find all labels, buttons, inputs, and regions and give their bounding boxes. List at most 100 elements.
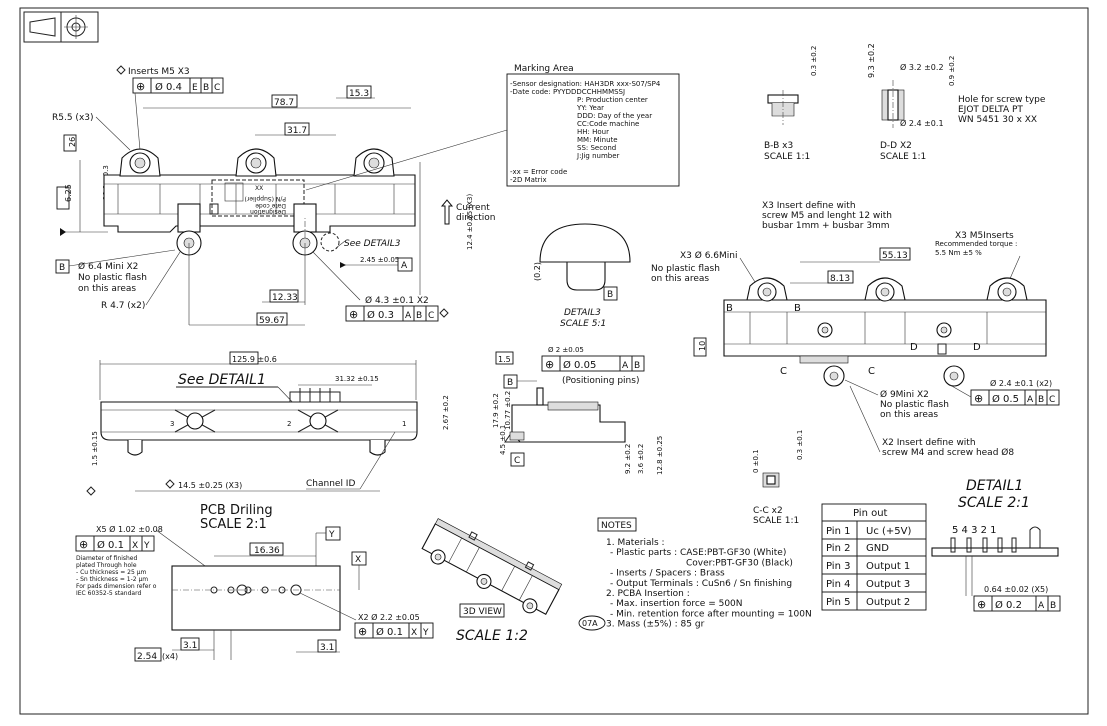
svg-text:Marking Area: Marking Area <box>514 64 574 74</box>
svg-text:SCALE 2:1: SCALE 2:1 <box>958 495 1030 511</box>
svg-text:26: 26 <box>68 137 77 147</box>
svg-text:Pin 3: Pin 3 <box>826 561 850 572</box>
svg-text:Ø 0.3: Ø 0.3 <box>367 309 394 321</box>
svg-text:A: A <box>1038 601 1045 611</box>
svg-text:SCALE 1:1: SCALE 1:1 <box>764 152 810 162</box>
svg-text:Output 2: Output 2 <box>866 597 910 608</box>
x-ribs <box>174 409 339 433</box>
fcf-top-1: ⊕ Ø 0.4 E B C <box>132 77 224 94</box>
svg-text:X3 Ø 6.6Mini: X3 Ø 6.6Mini <box>680 250 737 261</box>
svg-text:X3 M5Inserts: X3 M5Inserts <box>955 231 1014 241</box>
svg-text:Designation: Designation <box>250 208 286 215</box>
section-bb: 0.3 ±0.2 B-B x3 SCALE 1:1 <box>764 46 818 162</box>
marking-line: DDD: Day of the year <box>577 112 652 120</box>
svg-text:B: B <box>634 361 640 371</box>
svg-text:Ø 0.1: Ø 0.1 <box>376 626 403 638</box>
svg-text:B: B <box>1038 395 1044 405</box>
marking-line: YY: Year <box>576 104 604 112</box>
svg-text:Y: Y <box>328 530 335 540</box>
svg-text:14.5 ±0.25 (X3): 14.5 ±0.25 (X3) <box>178 481 242 490</box>
svg-text:screw M4 and screw head Ø8: screw M4 and screw head Ø8 <box>882 447 1014 458</box>
svg-text:2: 2 <box>287 420 291 428</box>
pcb-drilling-view: PCB Driling SCALE 2:1 X5 Ø 1.02 ±0.08 ⊕ … <box>75 503 434 662</box>
svg-text:direction: direction <box>456 213 495 223</box>
svg-text:12.4 ±0.25 (X3): 12.4 ±0.25 (X3) <box>466 194 474 250</box>
svg-text:SCALE 2:1: SCALE 2:1 <box>200 517 267 532</box>
svg-text:07A: 07A <box>582 619 598 628</box>
note-line: 1. Materials : <box>606 538 665 548</box>
svg-text:P/N (Supplier): P/N (Supplier) <box>245 195 286 202</box>
svg-text:⊕: ⊕ <box>977 598 986 611</box>
svg-text:E: E <box>192 83 198 93</box>
svg-text:⊕: ⊕ <box>974 392 983 405</box>
svg-text:Y: Y <box>143 541 150 551</box>
svg-text:Ø 0.05: Ø 0.05 <box>563 359 596 371</box>
svg-text:Ø 0.1: Ø 0.1 <box>97 539 124 551</box>
svg-text:Pin out: Pin out <box>853 508 888 519</box>
svg-text:3.6 ±0.2: 3.6 ±0.2 <box>637 444 645 474</box>
note-line: - Inserts / Spacers : Brass <box>610 569 725 579</box>
marking-line: CC:Code machine <box>577 120 639 128</box>
svg-text:59.67: 59.67 <box>259 316 285 326</box>
pins-view: 1.5 Ø 2 ±0.05 ⊕ Ø 0.05 A B (Positioning … <box>492 346 664 475</box>
first-angle-projection-icon <box>23 11 99 43</box>
detail3-view: (0.2) B DETAIL3 SCALE 5:1 <box>533 223 631 329</box>
notes-block: NOTES 1. Materials :- Plastic parts : CA… <box>578 517 812 631</box>
detail1-view: DETAIL1 SCALE 2:1 5 4 3 2 1 0.64 ±0.02 (… <box>931 478 1061 612</box>
marking-line: SS: Second <box>577 144 616 152</box>
svg-text:Channel ID: Channel ID <box>306 479 355 489</box>
svg-text:Recommended torque :: Recommended torque : <box>935 240 1017 248</box>
svg-text:busbar 1mm + busbar 3mm: busbar 1mm + busbar 3mm <box>762 221 890 231</box>
svg-text:SCALE 1:1: SCALE 1:1 <box>880 152 926 162</box>
svg-text:17.9 ±0.2: 17.9 ±0.2 <box>492 393 500 428</box>
svg-text:Ø 2 ±0.05: Ø 2 ±0.05 <box>548 346 584 354</box>
svg-text:No plastic flash: No plastic flash <box>651 264 720 274</box>
svg-text:B: B <box>726 303 733 314</box>
note-line: - Plastic parts : CASE:PBT-GF30 (White) <box>610 548 786 558</box>
svg-text:B: B <box>416 311 422 321</box>
svg-text:A: A <box>1027 395 1034 405</box>
svg-text:6.25: 6.25 <box>64 184 73 202</box>
svg-text:X3 Insert define with: X3 Insert define with <box>762 201 856 211</box>
section-cc: 0 ±0.1 0.3 ±0.1 C-C x2 SCALE 1:1 <box>752 430 804 526</box>
svg-text:X: X <box>355 555 361 565</box>
svg-text:1: 1 <box>402 420 406 428</box>
svg-text:3: 3 <box>170 420 174 428</box>
svg-text:B: B <box>794 303 801 314</box>
svg-text:Output 1: Output 1 <box>866 561 910 572</box>
svg-text:⊕: ⊕ <box>349 308 358 321</box>
svg-text:SCALE 5:1: SCALE 5:1 <box>560 319 606 329</box>
svg-text:Ø 9Mini X2: Ø 9Mini X2 <box>880 389 929 400</box>
svg-text:See DETAIL3: See DETAIL3 <box>344 239 401 249</box>
marking-line: MM: Minute <box>577 136 618 144</box>
svg-text:0.3 ±0.1: 0.3 ±0.1 <box>796 430 804 460</box>
svg-text:SCALE 1:1: SCALE 1:1 <box>753 516 799 526</box>
insert-bosses <box>119 148 395 177</box>
svg-text:⊕: ⊕ <box>358 625 367 638</box>
svg-text:0.3 ±0.2: 0.3 ±0.2 <box>810 46 818 76</box>
svg-text:A: A <box>405 311 412 321</box>
svg-text:12.8 ±0.25: 12.8 ±0.25 <box>656 436 664 475</box>
svg-text:B: B <box>507 378 513 388</box>
inserts-label: Inserts M5 X3 <box>128 67 190 77</box>
svg-text:31.32 ±0.15: 31.32 ±0.15 <box>335 375 379 383</box>
svg-text:Hole for screw type: Hole for screw type <box>958 95 1046 105</box>
svg-text:- Sn thickness = 1-2 µm: - Sn thickness = 1-2 µm <box>76 576 148 583</box>
svg-text:1.5: 1.5 <box>498 355 511 364</box>
svg-text:5.5 Nm ±5 %: 5.5 Nm ±5 % <box>935 249 982 257</box>
svg-text:EJOT DELTA PT: EJOT DELTA PT <box>958 105 1023 115</box>
svg-text:3D VIEW: 3D VIEW <box>463 607 502 617</box>
svg-text:WN 5451 30 x XX: WN 5451 30 x XX <box>958 115 1037 125</box>
fcf-side: ⊕ Ø 0.5 A B C <box>970 389 1060 406</box>
svg-text:A: A <box>622 361 629 371</box>
svg-text:Y: Y <box>422 628 429 638</box>
marking-line: -2D Matrix <box>510 176 547 184</box>
svg-text:D: D <box>910 342 918 353</box>
svg-text:9.3 ±0.2: 9.3 ±0.2 <box>867 43 876 78</box>
svg-text:See DETAIL1: See DETAIL1 <box>178 372 266 388</box>
svg-text:0 ±0.1: 0 ±0.1 <box>752 449 760 473</box>
fcf-pcb-1: ⊕ Ø 0.1 X Y <box>75 535 155 552</box>
marking-area-callout: Marking Area -Sensor designation: HAH3DR… <box>305 64 680 191</box>
view-3d: 3D VIEW SCALE 1:2 <box>421 518 563 644</box>
svg-text:B-B x3: B-B x3 <box>764 141 793 151</box>
